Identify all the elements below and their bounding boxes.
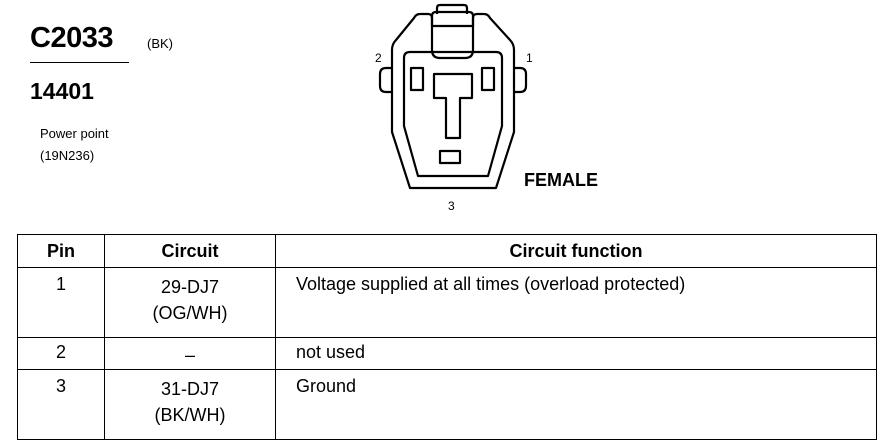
- cell-pin: 2: [17, 337, 105, 370]
- connector-gender: FEMALE: [524, 170, 598, 190]
- connector-color: (BK): [147, 36, 173, 51]
- header-pin: Pin: [17, 234, 105, 268]
- table-row: 3 31-DJ7 (BK/WH) Ground: [17, 369, 877, 440]
- header-function: Circuit function: [275, 234, 877, 268]
- header-divider: [30, 62, 129, 63]
- circuit-number: 29-DJ7: [160, 277, 220, 297]
- wire-color: (OG/WH): [152, 303, 228, 323]
- table-row: 1 29-DJ7 (OG/WH) Voltage supplied at all…: [17, 267, 877, 338]
- terminal-pin-3-blade: [432, 72, 474, 140]
- connector-latch-body: [430, 10, 475, 60]
- cell-circuit: 29-DJ7 (OG/WH): [104, 267, 276, 338]
- cell-pin: 1: [17, 267, 105, 338]
- wire-color: (BK/WH): [154, 405, 226, 425]
- description-line-1: Power point: [40, 126, 109, 141]
- connector-face-diagram: 2 1 3: [375, 3, 533, 213]
- header-circuit: Circuit: [104, 234, 276, 268]
- pin-label-1: 1: [526, 51, 533, 65]
- terminal-pin-1: [480, 66, 496, 92]
- table-row: 2 – not used: [17, 337, 877, 370]
- terminal-key-slot: [438, 149, 462, 165]
- connector-right-ear: [514, 66, 528, 94]
- connector-left-ear: [378, 66, 392, 94]
- circuit-number: –: [184, 345, 195, 365]
- cell-pin: 3: [17, 369, 105, 440]
- cell-function: Ground: [275, 369, 877, 440]
- connector-inner-outline: [402, 50, 504, 178]
- pin-label-2: 2: [375, 51, 382, 65]
- pin-label-3: 3: [448, 199, 455, 213]
- connector-id: C2033: [30, 22, 113, 54]
- connector-latch: [435, 3, 469, 14]
- pinout-table: Pin Circuit Circuit function 1 29-DJ7 (O…: [17, 234, 877, 440]
- circuit-number: 31-DJ7: [160, 379, 220, 399]
- cell-function: Voltage supplied at all times (overload …: [275, 267, 877, 338]
- description-line-2: (19N236): [40, 148, 95, 163]
- part-number: 14401: [30, 78, 94, 104]
- connector-housing-outline: [390, 12, 516, 190]
- terminal-pin-2: [409, 66, 425, 92]
- cell-circuit: –: [104, 337, 276, 370]
- cell-function: not used: [275, 337, 877, 370]
- table-header-row: Pin Circuit Circuit function: [17, 234, 877, 268]
- cell-circuit: 31-DJ7 (BK/WH): [104, 369, 276, 440]
